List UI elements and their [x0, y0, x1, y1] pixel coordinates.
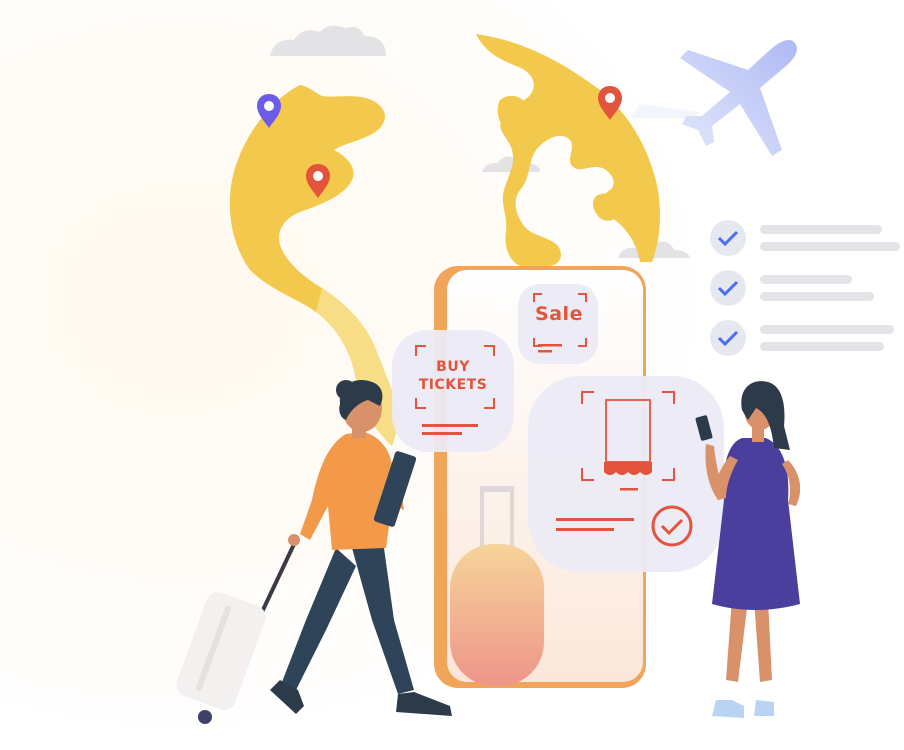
- buy-tickets-label-line1: BUY: [436, 359, 470, 375]
- sale-card: [518, 284, 598, 364]
- continent-island: [497, 95, 529, 130]
- woman-with-suitcase: [176, 380, 452, 724]
- airplane-icon: [630, 40, 797, 156]
- checklist-item: [710, 220, 900, 256]
- ticket-card: [528, 376, 724, 572]
- buy-tickets-label-line2: TICKETS: [418, 377, 488, 393]
- map-pin-icon: [598, 86, 622, 120]
- check-circle-icon: [710, 270, 746, 306]
- buy-tickets-card: [392, 330, 514, 452]
- sale-label: Sale: [535, 303, 583, 325]
- checkmark-icon: [717, 330, 739, 347]
- check-circle-icon: [710, 320, 746, 356]
- suitcase-icon: [450, 486, 544, 686]
- checklist-item: [710, 270, 874, 306]
- checklist-item: [710, 320, 894, 356]
- woman-with-phone: [695, 381, 801, 718]
- suitcase-icon: [176, 539, 298, 724]
- checklist: [710, 220, 900, 356]
- cloud-icon: [270, 25, 386, 56]
- map-pin-icon: [257, 94, 281, 128]
- checkmark-icon: [717, 280, 739, 297]
- ticket-icon: [604, 399, 652, 475]
- checkmark-icon: [717, 230, 739, 247]
- check-circle-icon: [651, 505, 693, 547]
- continent-peninsula: [593, 193, 620, 221]
- map-pin-icon: [306, 164, 330, 198]
- check-circle-icon: [710, 220, 746, 256]
